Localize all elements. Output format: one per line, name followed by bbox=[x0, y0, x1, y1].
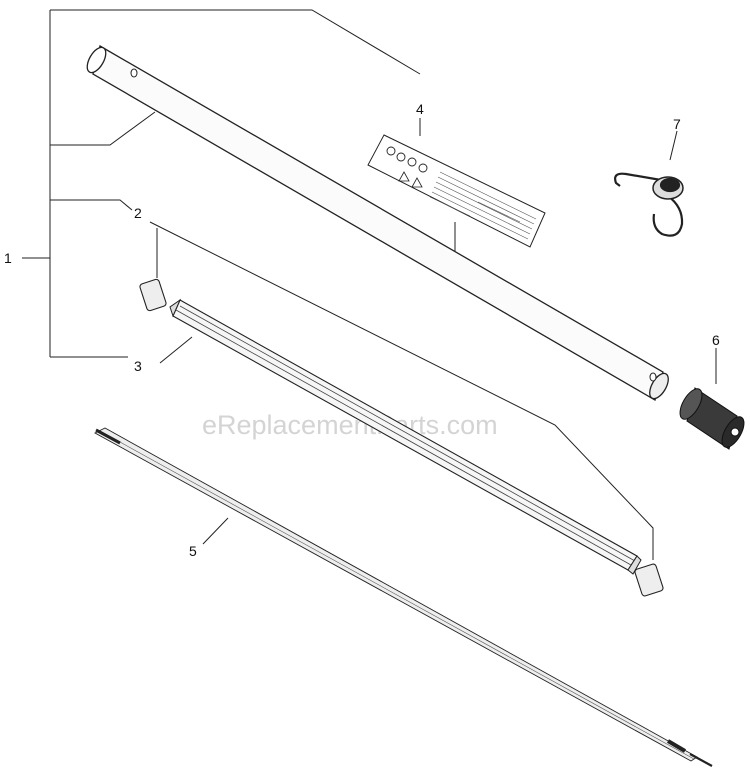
bushing-top bbox=[139, 278, 167, 312]
callout-5: 5 bbox=[189, 543, 197, 559]
callout-2: 2 bbox=[134, 205, 142, 221]
callout-1: 1 bbox=[4, 250, 12, 266]
callout-labels: 1 2 3 4 5 6 7 bbox=[4, 101, 720, 559]
callout-4: 4 bbox=[416, 101, 424, 117]
hanger-hook bbox=[614, 172, 684, 237]
bushing-bottom bbox=[634, 563, 664, 597]
shaft-liner bbox=[169, 298, 642, 575]
callout-7: 7 bbox=[673, 116, 681, 132]
handle-grip bbox=[679, 387, 745, 450]
warning-decal bbox=[367, 134, 546, 248]
callout-3: 3 bbox=[134, 358, 142, 374]
flexible-drive-shaft bbox=[94, 427, 713, 767]
callout-6: 6 bbox=[712, 332, 720, 348]
main-tube bbox=[86, 45, 669, 401]
